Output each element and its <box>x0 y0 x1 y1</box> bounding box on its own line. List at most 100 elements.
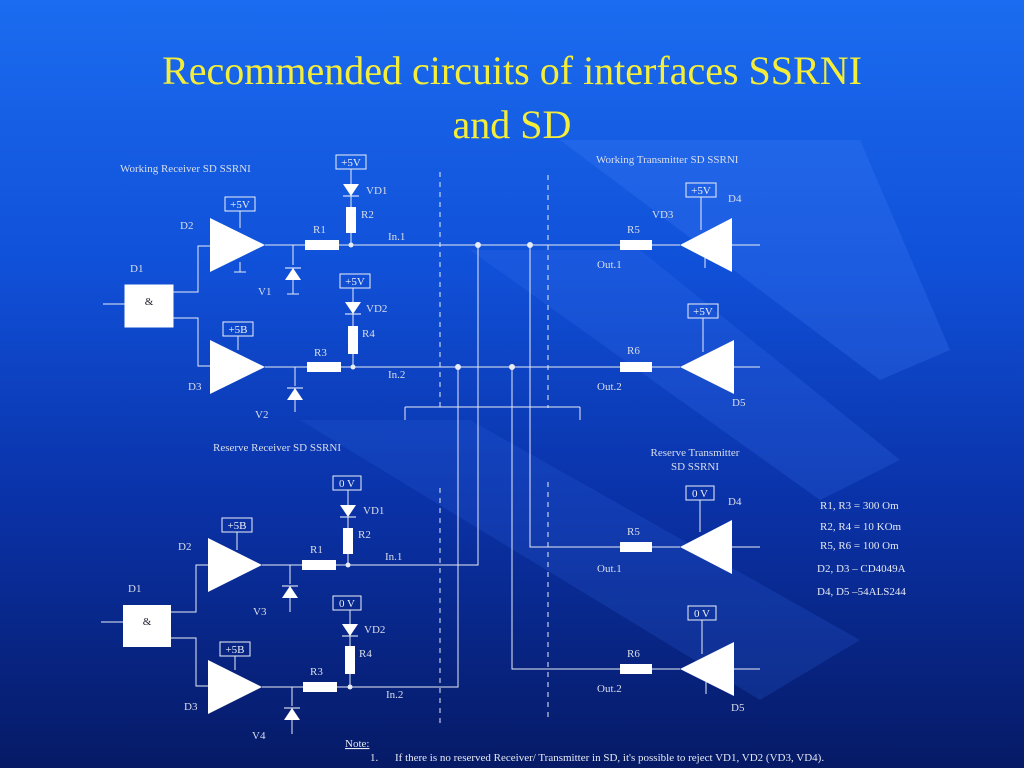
reserve-out2-label: Out.2 <box>597 683 622 695</box>
legend-line-2: R2, R4 = 10 KOm <box>820 521 902 533</box>
legend-line-3: R5, R6 = 100 Om <box>820 540 899 552</box>
reserve-vd1-diode <box>340 505 356 517</box>
r3-label: R3 <box>314 347 327 359</box>
d1-and-symbol: & <box>145 296 154 308</box>
reserve-d2-label: D2 <box>178 541 191 553</box>
d3-label: D3 <box>188 381 202 393</box>
reserve-receiver: Reserve Receiver SD SSRNI & D1 D2 +5B R1… <box>101 442 440 742</box>
d1-to-d3-wire <box>173 317 210 367</box>
reserve-d1-and-gate <box>123 605 171 647</box>
r5-resistor <box>620 240 652 250</box>
in1-label: In.1 <box>388 231 405 243</box>
vd2-power-box <box>339 273 371 289</box>
footnote: Note: 1. If there is no reserved Receive… <box>345 738 824 764</box>
reserve-r5-label: R5 <box>627 526 640 538</box>
reserve-d4-label: D4 <box>728 496 742 508</box>
d2-power: +5V <box>230 199 250 211</box>
background-diagonal-bands <box>300 140 950 700</box>
reserve-vd2-diode <box>342 624 358 636</box>
v1-diode <box>285 268 301 280</box>
separator-dashed-lines <box>439 172 549 728</box>
vd3-label: VD3 <box>652 209 674 221</box>
legend-line-4: D2, D3 – CD4049A <box>817 563 906 575</box>
reserve-receiver-title: Reserve Receiver SD SSRNI <box>213 442 341 454</box>
d4-power: +5V <box>691 185 711 197</box>
d5-power: +5V <box>693 306 713 318</box>
vd1-power: +5V <box>341 157 361 169</box>
working-transmitter-title: Working Transmitter SD SSRNI <box>596 154 739 166</box>
reserve-vd1-power: 0 V <box>339 478 355 490</box>
title-line-1: Recommended circuits of interfaces SSRNI <box>162 48 862 93</box>
reserve-d2-power: +5B <box>227 520 246 532</box>
component-legend: R1, R3 = 300 Om R2, R4 = 10 KOm R5, R6 =… <box>817 500 906 598</box>
working-transmitter: Working Transmitter SD SSRNI R5 Out.1 D4… <box>440 154 760 409</box>
reserve-vd1-label: VD1 <box>363 505 384 517</box>
out1-label: Out.1 <box>597 259 622 271</box>
title-line-2: and SD <box>452 102 572 147</box>
reserve-d3-buffer <box>208 660 262 714</box>
d3-buffer <box>210 340 265 394</box>
v1-label: V1 <box>258 286 271 298</box>
legend-line-5: D4, D5 –54ALS244 <box>817 586 906 598</box>
note-item-text: If there is no reserved Receiver/ Transm… <box>395 752 824 764</box>
r6-label: R6 <box>627 345 640 357</box>
interconnect-wires <box>440 242 620 688</box>
reserve-vd2-label: VD2 <box>364 624 385 636</box>
reserve-d3-power: +5B <box>225 644 244 656</box>
reserve-in1-label: In.1 <box>385 551 402 563</box>
vd2-diode <box>345 302 361 314</box>
reserve-d1-and-symbol: & <box>143 616 152 628</box>
reserve-d2-buffer <box>208 538 262 592</box>
reserve-d5-label: D5 <box>731 702 745 714</box>
vd2-label: VD2 <box>366 303 387 315</box>
vd1-label: VD1 <box>366 185 387 197</box>
reserve-vd2-power-box <box>332 595 362 611</box>
slide-title: Recommended circuits of interfaces SSRNI… <box>0 44 1024 152</box>
d2-label: D2 <box>180 220 193 232</box>
d4-label: D4 <box>728 193 742 205</box>
d2-buffer <box>210 218 265 272</box>
legend-line-1: R1, R3 = 300 Om <box>820 500 899 512</box>
reserve-d1-label: D1 <box>128 583 141 595</box>
r1-label: R1 <box>313 224 326 236</box>
r1-resistor <box>305 240 339 250</box>
note-item-number: 1. <box>370 752 379 764</box>
reserve-d5-buffer <box>680 642 734 696</box>
v3-diode <box>282 586 298 598</box>
reserve-transmitter-title-2: SD SSRNI <box>671 461 719 473</box>
note-heading: Note: <box>345 738 369 750</box>
d3-power: +5B <box>228 324 247 336</box>
ground-bus <box>404 406 581 420</box>
in2-label: In.2 <box>388 369 405 381</box>
reserve-r4-resistor <box>345 646 355 674</box>
reserve-transmitter: Reserve Transmitter SD SSRNI R5 Out.1 D4… <box>597 447 760 714</box>
r4-resistor <box>348 326 358 354</box>
d1-and-gate <box>124 284 174 328</box>
reserve-r1-resistor <box>302 560 336 570</box>
d5-buffer <box>680 340 734 394</box>
d1-to-d2-wire <box>173 245 210 293</box>
vd2-power: +5V <box>345 276 365 288</box>
reserve-d3-label: D3 <box>184 701 198 713</box>
reserve-r6-resistor <box>620 664 652 674</box>
reserve-r3-label: R3 <box>310 666 323 678</box>
d5-label: D5 <box>732 397 746 409</box>
v2-diode <box>287 388 303 400</box>
vd1-diode <box>343 184 359 196</box>
v2-label: V2 <box>255 409 268 421</box>
r2-label: R2 <box>361 209 374 221</box>
out2-label: Out.2 <box>597 381 622 393</box>
reserve-transmitter-title-1: Reserve Transmitter <box>651 447 740 459</box>
v4-diode <box>284 708 300 720</box>
reserve-r1-label: R1 <box>310 544 323 556</box>
reserve-r2-label: R2 <box>358 529 371 541</box>
r3-resistor <box>307 362 341 372</box>
reserve-out1-label: Out.1 <box>597 563 622 575</box>
reserve-r5-resistor <box>620 542 652 552</box>
v4-label: V4 <box>252 730 266 742</box>
working-receiver: Working Receiver SD SSRNI & D1 D2 +5V R1… <box>103 154 460 421</box>
d1-label: D1 <box>130 263 143 275</box>
reserve-r3-resistor <box>303 682 337 692</box>
reserve-r6-label: R6 <box>627 648 640 660</box>
